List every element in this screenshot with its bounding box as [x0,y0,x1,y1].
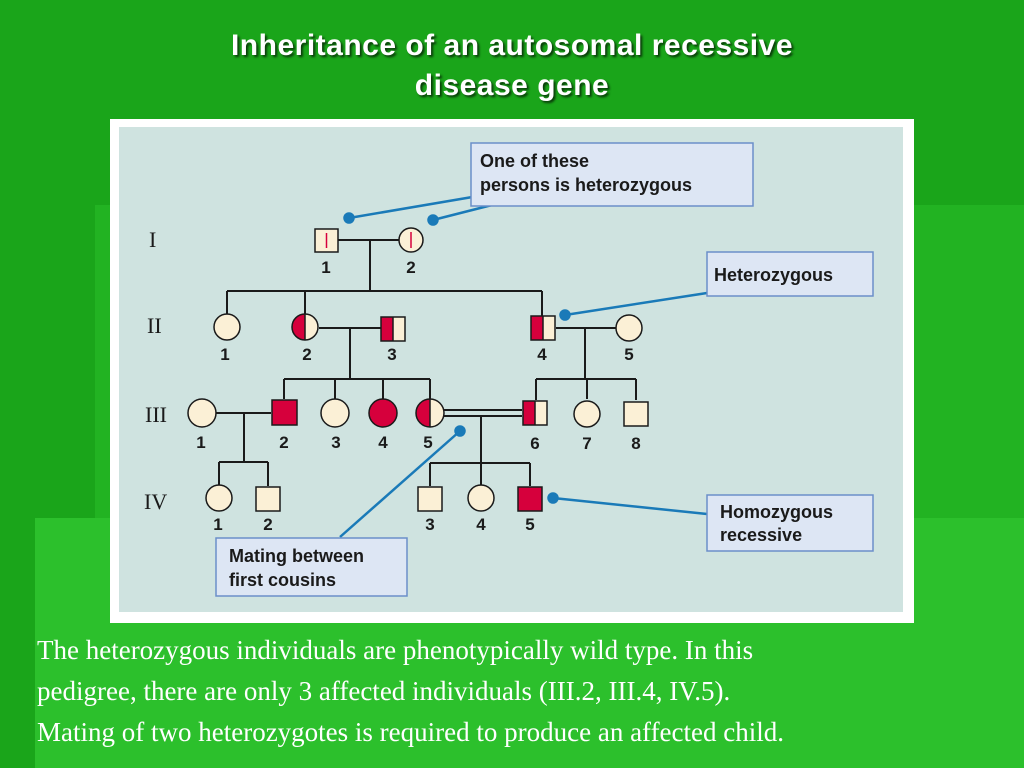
callout-dot [559,309,571,321]
caption-line: pedigree, there are only 3 affected indi… [37,676,731,706]
individual-III-7-unaffected-female [573,400,601,428]
individual-IV-5-affected-male [517,486,543,512]
individual-number: 4 [378,433,388,452]
individual-number: 5 [525,515,534,534]
individual-III-4-affected-female [368,398,398,428]
individual-number: 2 [302,345,311,364]
callout-text: Heterozygous [714,265,833,285]
callout-first-cousins: Mating between first cousins [215,537,408,597]
callout-heterozygous: Heterozygous [706,251,874,297]
individual-number: 2 [279,433,288,452]
individual-number: 3 [331,433,340,452]
callout-homozygous-recessive: Homozygous recessive [706,494,874,552]
individual-III-6-heterozygous-male [522,400,548,426]
individual-III-3-unaffected-female [320,398,350,428]
pedigree-lines [216,239,637,486]
individual-number: 1 [196,433,205,452]
callout-text: Homozygous [720,502,833,522]
generation-label: IV [144,489,167,514]
individual-III-8-unaffected-male [623,401,649,427]
callout-text: Mating between [229,546,364,566]
callout-leader-line [348,192,491,220]
individual-number: 8 [631,434,640,453]
caption-line: Mating of two heterozygotes is required … [37,717,784,747]
individual-IV-2-unaffected-male [255,486,281,512]
callout-dot [427,214,439,226]
individual-number: 4 [537,345,547,364]
slide-title-line-2: disease gene [414,69,610,102]
callout-leader-line [552,496,708,516]
callout-leader-line [432,203,493,222]
individual-IV-3-unaffected-male [417,486,443,512]
callout-one-heterozygous: One of these persons is heterozygous [470,142,754,207]
callout-dot [343,212,355,224]
individual-IV-1-unaffected-female [205,484,233,512]
generation-label: III [145,402,167,427]
callout-dot [454,425,466,437]
individual-number: 5 [624,345,633,364]
callout-text: recessive [720,525,802,545]
callout-leader-line [564,291,708,317]
generation-label: II [147,313,162,338]
individual-number: 3 [387,345,396,364]
individual-III-5-heterozygous-female [415,398,445,428]
individual-number: 7 [582,434,591,453]
individual-III-2-affected-male [271,399,298,426]
individual-II-3-heterozygous-male [380,316,406,342]
individual-I-2-carrier-female [398,227,424,253]
individual-III-1-unaffected-female [187,398,217,428]
pedigree-figure: I II III IV 1 2 1 2 3 4 5 1 2 3 4 5 6 7 … [110,119,914,623]
slide-title: Inheritance of an autosomal recessive di… [0,26,1024,106]
individual-number: 1 [220,345,229,364]
individual-I-1-carrier-male [314,228,339,253]
pedigree-chart: I II III IV 1 2 1 2 3 4 5 1 2 3 4 5 6 7 … [144,142,874,597]
caption-line: The heterozygous individuals are phenoty… [37,635,754,665]
callouts: One of these persons is heterozygous Het… [215,142,874,597]
individuals [187,227,649,512]
individual-number: 2 [263,515,272,534]
generation-label: I [149,227,156,252]
individual-number: 1 [213,515,222,534]
callout-dot [547,492,559,504]
slide-caption: The heterozygous individuals are phenoty… [37,630,1017,753]
individual-numbers: 1 2 1 2 3 4 5 1 2 3 4 5 6 7 8 1 2 3 4 5 [196,258,640,534]
individual-number: 4 [476,515,486,534]
callout-text: One of these [480,151,589,171]
individual-number: 3 [425,515,434,534]
callout-text: persons is heterozygous [480,175,692,195]
generation-labels: I II III IV [144,227,167,514]
callout-text: first cousins [229,570,336,590]
individual-II-4-heterozygous-male [530,315,556,341]
individual-II-5-unaffected-female [615,314,643,342]
individual-II-1-unaffected-female [213,313,241,341]
individual-number: 6 [530,434,539,453]
individual-number: 2 [406,258,415,277]
individual-number: 5 [423,433,432,452]
individual-IV-4-unaffected-female [467,484,495,512]
slide-title-line-1: Inheritance of an autosomal recessive [230,29,794,62]
individual-number: 1 [321,258,330,277]
individual-II-2-heterozygous-female [291,313,319,341]
callout-leaders [339,192,708,538]
callout-leader-line [339,430,461,538]
